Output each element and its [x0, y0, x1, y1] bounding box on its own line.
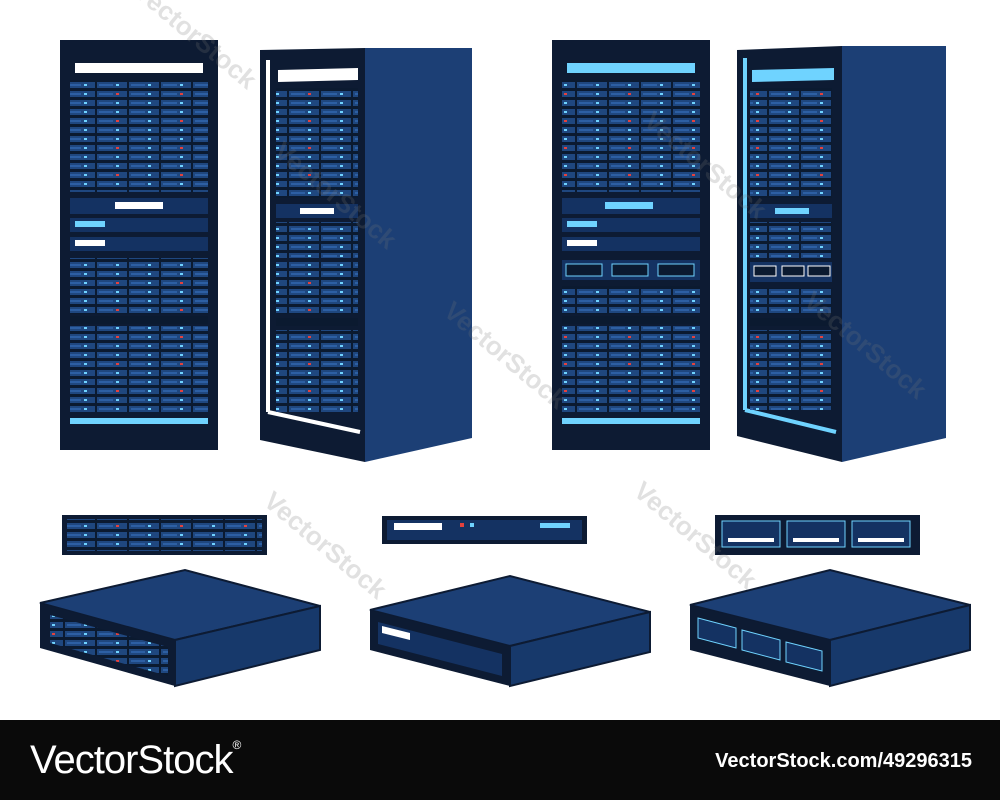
server-rack-angled-2: [737, 46, 946, 462]
server-rack-front-2: [552, 40, 710, 450]
illustration-canvas: [39, 40, 971, 688]
registered-mark: ®: [232, 738, 241, 752]
rack-unit-front-optical: [382, 516, 587, 544]
rack-unit-front-drives: [62, 515, 267, 555]
rack-unit-isometric-optical: [369, 574, 651, 688]
rack-unit-isometric-drives: [39, 568, 321, 688]
brand-logo[interactable]: VectorStock®: [30, 738, 241, 783]
server-rack-angled-1: [260, 48, 472, 462]
rack-unit-isometric-panels: [689, 568, 971, 688]
rack-unit-front-panels: [715, 515, 920, 555]
server-rack-front-1: [60, 40, 218, 450]
brand-name: VectorStock: [30, 738, 233, 782]
image-reference: VectorStock.com/49296315: [715, 750, 972, 772]
footer-bar: VectorStock® VectorStock.com/49296315: [0, 720, 1000, 800]
